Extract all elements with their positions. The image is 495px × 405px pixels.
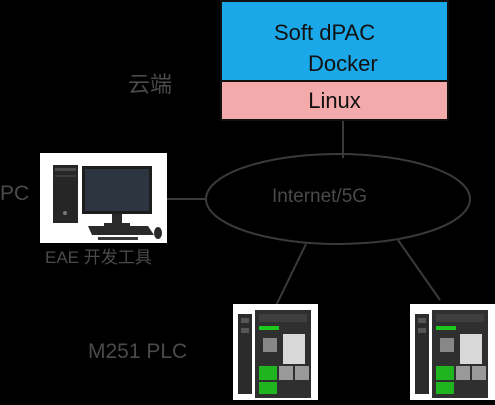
eae-tool-label: EAE 开发工具 [45,248,152,267]
plc-icon [415,310,488,398]
plc-icon [238,310,311,398]
container-label: Docker [308,51,378,76]
os-box: Linux [222,82,447,119]
desktop-computer-image [40,153,167,243]
cloud-label: 云端 [128,72,173,97]
runtime-label: Soft dPAC [274,20,376,45]
cloud-server-stack: Soft dPAC Docker Linux [220,0,449,121]
plc-device-2 [410,304,495,400]
os-label: Linux [308,88,361,113]
runtime-container-box: Soft dPAC Docker [222,2,447,82]
desktop-computer-icon [53,165,162,240]
network-label: Internet/5G [272,186,368,207]
plc-device-1 [233,304,318,400]
network-ellipse [205,153,471,245]
network-to-plc2-line [397,239,441,301]
plc-label: M251 PLC [88,340,188,363]
pc-side-label: PC [0,182,30,205]
